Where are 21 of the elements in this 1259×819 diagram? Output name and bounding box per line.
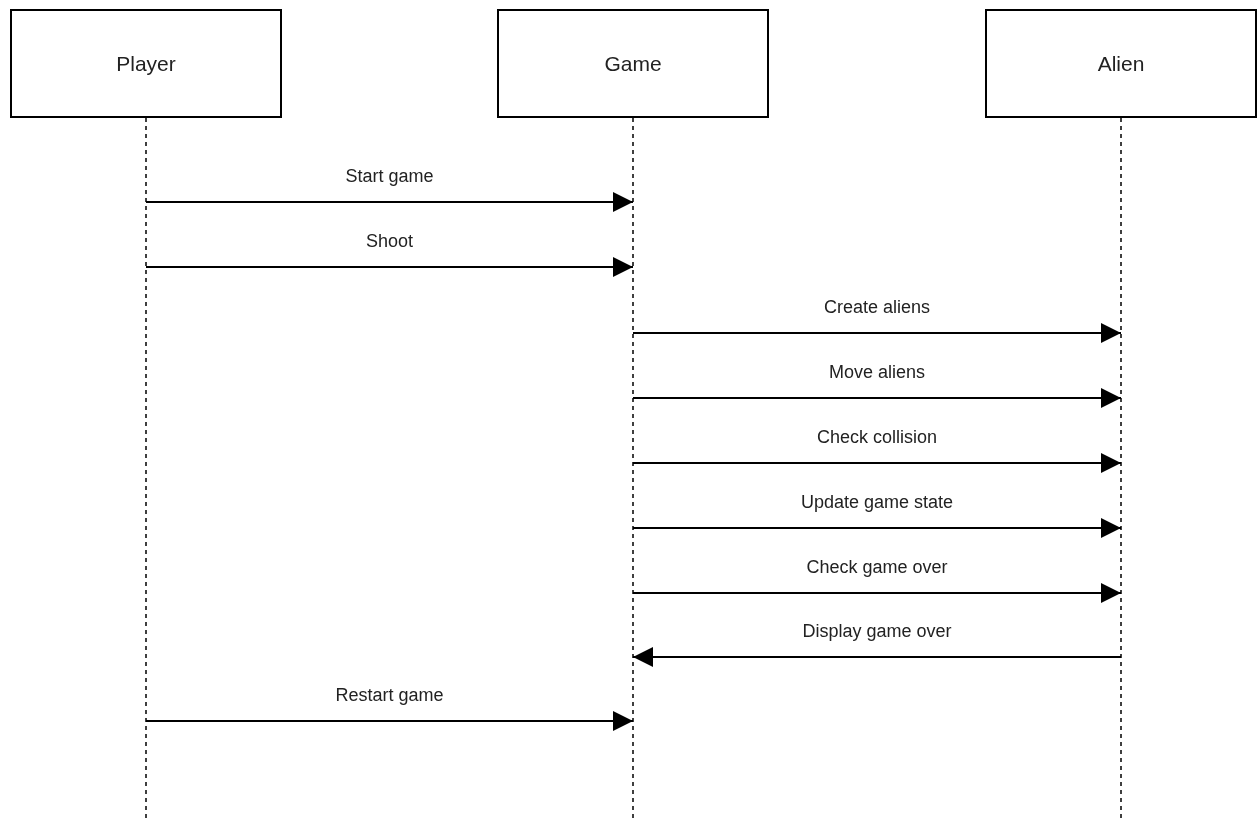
message-label: Create aliens [823,298,931,316]
participant-name: Game [604,51,662,76]
message-arrow [145,192,634,212]
message-label: Display game over [802,622,952,640]
message-label: Restart game [335,686,444,704]
message-arrow [145,711,634,731]
message-arrow [632,323,1122,343]
message-label: Move aliens [829,363,925,381]
message-arrow [632,518,1122,538]
message-label: Check game over [806,558,948,576]
participant-name: Alien [1097,51,1145,76]
message-arrow [632,388,1122,408]
message-arrow [632,647,1122,667]
participant-name: Player [116,51,176,76]
message-arrow [632,583,1122,603]
message-arrow [145,257,634,277]
message-label: Update game state [800,493,954,511]
message-arrow [632,453,1122,473]
message-label: Check collision [816,428,938,446]
message-label: Shoot [366,232,413,250]
message-label: Start game [345,167,434,185]
